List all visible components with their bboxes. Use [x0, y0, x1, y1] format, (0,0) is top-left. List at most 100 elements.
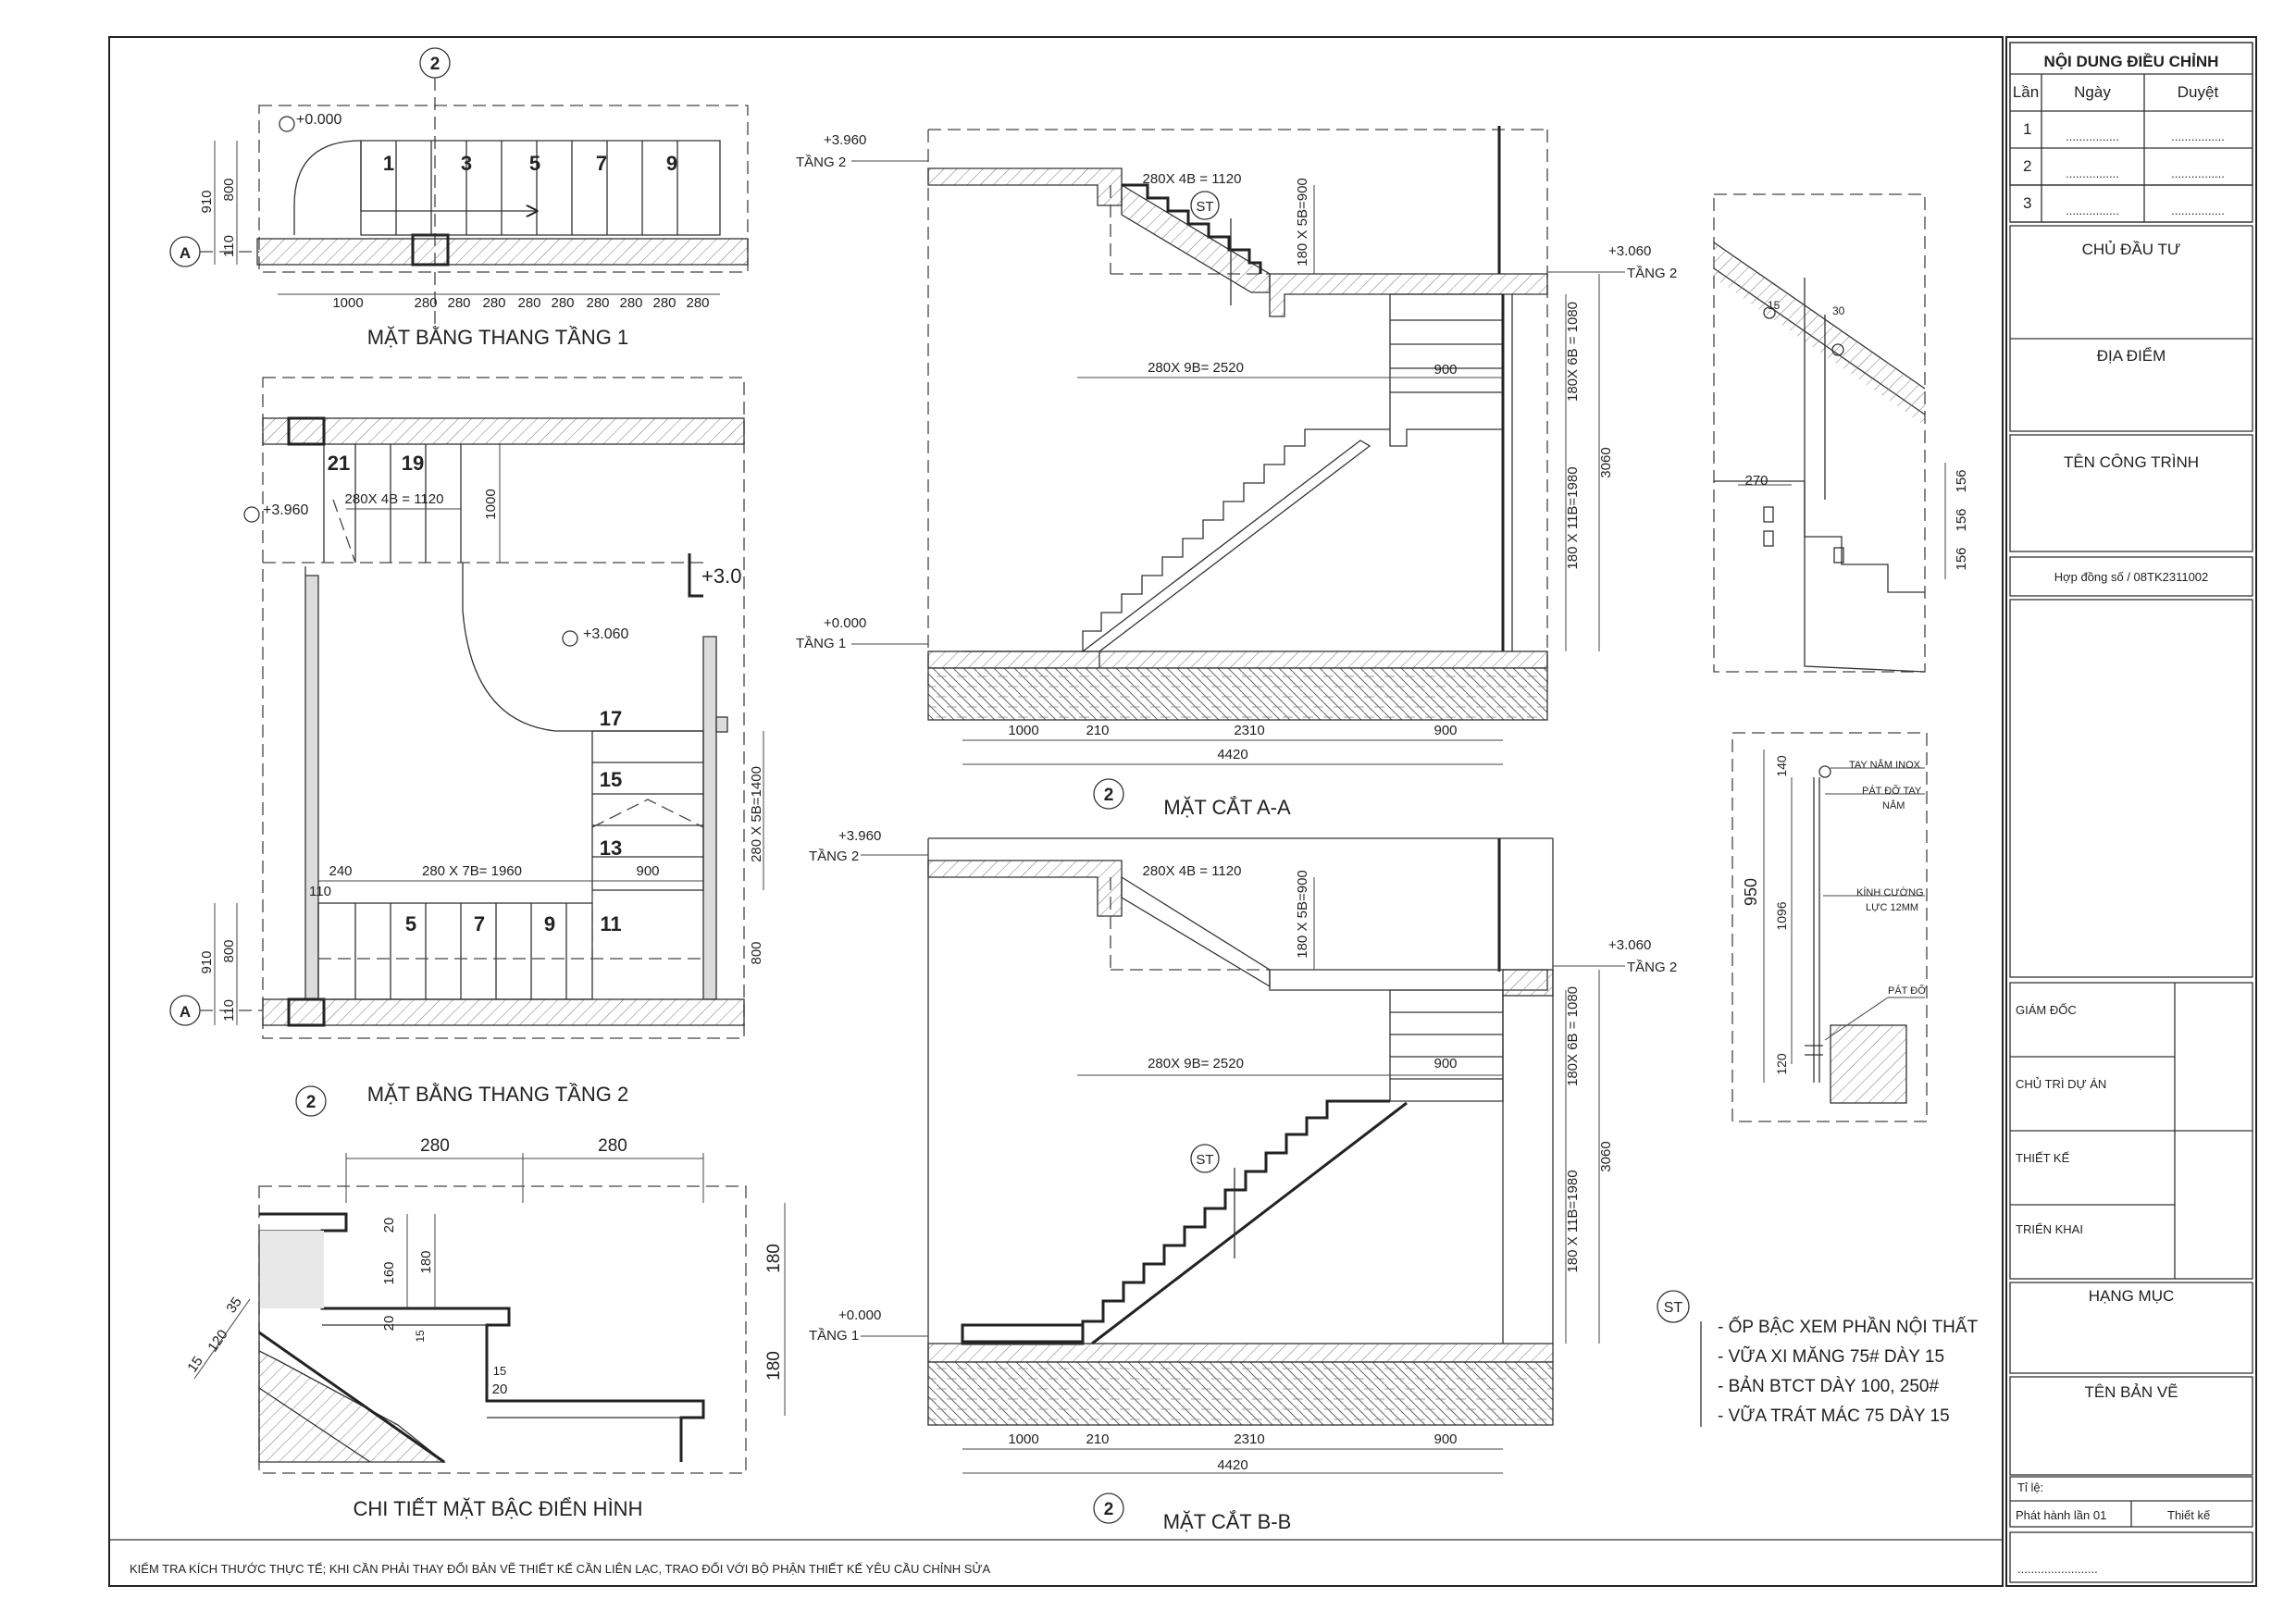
callout-label: KÍNH CƯỜNG: [1856, 886, 1924, 898]
role-implementer: TRIỂN KHAI: [2016, 1222, 2083, 1236]
revision-title: NỘI DUNG ĐIỀU CHỈNH: [2044, 53, 2219, 70]
contract-label: Hợp đồng số / 08TK2311002: [2054, 570, 2209, 584]
dim-text: 180: [418, 1250, 434, 1273]
section-bb-title: MẶT CẮT B-B: [1163, 1510, 1292, 1533]
owner-label: CHỦ ĐẦU TƯ: [2082, 241, 2181, 258]
dim-text: 280 X 5B=1400: [749, 766, 764, 862]
dim-text: 20: [381, 1316, 397, 1332]
dim-text: 110: [309, 884, 331, 899]
scale-label: Tỉ lệ:: [2017, 1481, 2043, 1494]
dim-text: 110: [221, 999, 237, 1022]
dim-text: 280: [586, 295, 609, 311]
role-director: GIÁM ĐỐC: [2016, 1003, 2077, 1017]
dim-text: 900: [1433, 723, 1457, 738]
role-project-lead: CHỦ TRÌ DỰ ÁN: [2016, 1077, 2106, 1091]
dim-text: 3060: [1598, 1141, 1614, 1171]
dim-text: 160: [381, 1261, 397, 1284]
dim-text: 15: [414, 1330, 427, 1343]
revision-header-no: Lần: [2013, 83, 2039, 101]
section-a-a: ST 280X 4B = 1120 180 X 5B=900 900 280X …: [796, 126, 1677, 819]
dim-text: 280: [482, 295, 505, 311]
step-number: 11: [600, 912, 621, 935]
revision-row-no: 1: [2023, 120, 2031, 138]
drawing-name-label: TÊN BẢN VẼ: [2084, 1383, 2178, 1401]
dim-text: 15: [493, 1364, 506, 1378]
dim-text: 156: [1954, 547, 1969, 570]
revision-row-no: 2: [2023, 157, 2031, 175]
dim-text: 210: [1086, 1431, 1109, 1447]
dim-text: 280: [551, 295, 574, 311]
level-label: +0.000: [824, 615, 866, 631]
dim-text: 2310: [1234, 1431, 1264, 1447]
dim-text: 180: [764, 1351, 784, 1381]
axis-bubble-2: 2: [430, 55, 441, 74]
level-label: +3.060: [583, 626, 628, 642]
dim-text: 800: [221, 939, 237, 962]
dim-text: 270: [1744, 473, 1768, 489]
dim-text: 20: [381, 1218, 397, 1233]
dim-text: 910: [199, 950, 215, 973]
step-number: 5: [405, 912, 416, 935]
step-number: 3: [461, 152, 472, 175]
issue-label: Phát hành lần 01: [2016, 1508, 2106, 1522]
revision-header-approved: Duyệt: [2178, 83, 2219, 101]
dim-text: 140: [1774, 755, 1789, 777]
dim-text: 30: [1832, 304, 1845, 317]
revision-row-date: ................: [2066, 130, 2119, 143]
step-number: 13: [600, 836, 622, 860]
dim-text: 280: [447, 295, 470, 311]
detail-title: CHI TIẾT MẶT BẬC ĐIỂN HÌNH: [354, 1497, 643, 1520]
dim-text: 4420: [1217, 747, 1247, 762]
st-tag: ST: [1196, 199, 1213, 215]
axis-bubble-2: 2: [1104, 786, 1114, 805]
dim-text: 2310: [1234, 723, 1264, 738]
signature-dots: ........................: [2017, 1562, 2098, 1576]
footer-note: KIỂM TRA KÍCH THƯỚC THỰC TẾ; KHI CẦN PHẢ…: [130, 1562, 991, 1576]
dim-text: 15: [1768, 299, 1781, 312]
step-number: 15: [600, 768, 622, 791]
section-b-b: 280X 4B = 1120 180 X 5B=900 900 280X 9B=…: [809, 828, 1677, 1533]
plan-floor-2: +3.960 21 19 280X 4B = 1120 1000 +3.060 …: [169, 377, 764, 1117]
floor-label: TẦNG 2: [1627, 266, 1677, 281]
dim-text: 4420: [1217, 1457, 1247, 1473]
design-label: Thiết kế: [2167, 1508, 2211, 1522]
dim-text: 180 X 11B=1980: [1565, 466, 1581, 569]
dim-text: 280X 9B= 2520: [1148, 1056, 1244, 1072]
dim-text: 280X 9B= 2520: [1148, 360, 1244, 376]
plan-floor-1: 2 +0.000 1 3 5 7 9 A 910 800 110 1000 28…: [169, 47, 749, 349]
callout-label: LỰC 12MM: [1866, 902, 1918, 913]
step-number: 1: [383, 152, 394, 175]
legend-tag: ST: [1664, 1300, 1683, 1316]
level-label: +3.060: [1608, 937, 1651, 953]
dim-text: 180 X 11B=1980: [1565, 1170, 1581, 1272]
title-block: NỘI DUNG ĐIỀU CHỈNH Lần Ngày Duyệt 1 ...…: [2005, 36, 2257, 1587]
step-number: 7: [474, 912, 485, 935]
dim-text: 210: [1086, 723, 1109, 738]
level-label: +0.000: [838, 1307, 881, 1323]
dim-text: 950: [1742, 878, 1760, 906]
dim-text: 20: [492, 1381, 508, 1397]
level-label: +3.960: [263, 502, 308, 518]
callout-label: PÁT ĐỠ: [1888, 985, 1927, 997]
revision-row-approved: ................: [2171, 167, 2225, 180]
level-label: +3.960: [838, 828, 881, 844]
dim-text: 240: [329, 863, 352, 879]
railing-elevation: 140 950 1096 120 TAY NẮM INOX PÁT ĐỠ TAY…: [1731, 732, 1928, 1122]
dim-text: 280X 4B = 1120: [1143, 171, 1242, 187]
dim-text: 280: [619, 295, 642, 311]
dim-text: 180: [764, 1244, 784, 1273]
legend-item: - VỮA XI MĂNG 75# DÀY 15: [1718, 1346, 1944, 1367]
floor-label: TẦNG 2: [796, 155, 846, 170]
dim-text: 280: [420, 1136, 450, 1156]
dim-text: 800: [221, 178, 237, 201]
dim-text: 120: [1774, 1053, 1789, 1075]
category-label: HẠNG MỤC: [2089, 1287, 2175, 1305]
dim-text: 15: [184, 1354, 205, 1375]
project-label: TÊN CÔNG TRÌNH: [2064, 453, 2199, 471]
section-aa-title: MẶT CẮT A-A: [1163, 796, 1291, 819]
sheet-border: [108, 36, 2004, 1587]
step-number: 9: [666, 152, 677, 175]
revision-row-approved: ................: [2171, 204, 2225, 217]
callout-label: NẮM: [1882, 799, 1905, 812]
floor-label: TẦNG 1: [796, 636, 846, 651]
